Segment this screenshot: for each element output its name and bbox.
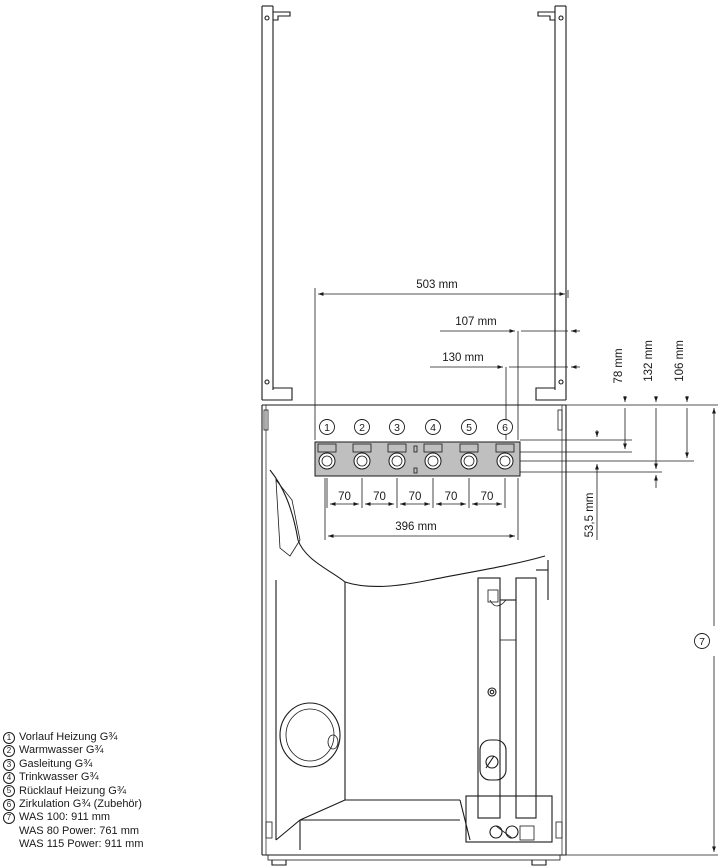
legend-item: 6 Zirkulation G¾ (Zubehör) xyxy=(3,798,243,811)
dim-vertical-106: 106 mm xyxy=(674,340,686,382)
legend-number: 5 xyxy=(3,785,15,798)
legend-number: 3 xyxy=(3,758,15,771)
legend-text: WAS 100: 911 mm xyxy=(19,811,111,824)
height-marker: 7 xyxy=(694,633,710,649)
dim-overall-width: 503 mm xyxy=(416,279,458,291)
connection-port-3 xyxy=(387,443,407,470)
legend-number: 4 xyxy=(3,771,15,784)
connection-port-1 xyxy=(317,443,337,470)
dim-pitch-70: 70 xyxy=(338,491,351,503)
legend-text: Warmwasser G¾ xyxy=(19,744,104,757)
connection-label-2: 2 xyxy=(354,419,370,435)
dim-lower-53-5: 53,5 mm xyxy=(584,493,596,538)
connection-number: 3 xyxy=(394,422,400,434)
connection-label-3: 3 xyxy=(389,419,405,435)
legend: 1 Vorlauf Heizung G¾ 2 Warmwasser G¾ 3 Gaslei… xyxy=(3,731,243,852)
legend-item: 5 Rücklauf Heizung G¾ xyxy=(3,785,243,798)
dim-vertical-78: 78 mm xyxy=(613,348,625,383)
legend-item: 3 Gasleitung G¾ xyxy=(3,758,243,771)
connection-label-6: 6 xyxy=(497,419,513,435)
legend-text: Gasleitung G¾ xyxy=(19,757,93,770)
connection-port-5 xyxy=(459,443,479,470)
connection-plate xyxy=(314,441,521,477)
legend-item: 4 Trinkwasser G¾ xyxy=(3,771,243,784)
mounting-frame xyxy=(261,5,567,401)
dimension-lines xyxy=(314,288,718,856)
connection-port-4 xyxy=(423,443,443,470)
connection-label-4: 4 xyxy=(425,419,441,435)
legend-number: 6 xyxy=(3,798,15,811)
dim-vertical-132: 132 mm xyxy=(643,340,655,382)
connection-number: 2 xyxy=(359,422,365,434)
connection-label-1: 1 xyxy=(319,419,335,435)
connection-label-5: 5 xyxy=(461,419,477,435)
legend-item: 1 Vorlauf Heizung G¾ xyxy=(3,731,243,744)
dim-pitch-70: 70 xyxy=(409,491,422,503)
appliance-cabinet xyxy=(261,404,567,866)
legend-number: 1 xyxy=(3,731,15,744)
dim-pitch-70: 70 xyxy=(481,491,494,503)
connection-number: 5 xyxy=(466,422,472,434)
dim-pitch-70: 70 xyxy=(373,491,386,503)
legend-item: 7 WAS 100: 911 mm xyxy=(3,811,243,825)
connection-port-6 xyxy=(495,443,515,470)
height-marker-number: 7 xyxy=(699,636,705,648)
legend-item-continuation: WAS 80 Power: 761 mm xyxy=(19,824,140,837)
connection-port-2 xyxy=(352,443,372,470)
legend-text: Rücklauf Heizung G¾ xyxy=(19,784,126,797)
legend-number: 7 xyxy=(3,812,15,825)
legend-text: Vorlauf Heizung G¾ xyxy=(19,731,118,743)
connection-number: 1 xyxy=(324,422,330,434)
legend-text: Trinkwasser G¾ xyxy=(19,771,99,784)
dim-offset-107: 107 mm xyxy=(455,316,497,328)
connection-number: 4 xyxy=(430,422,436,434)
connection-number: 6 xyxy=(502,422,508,434)
legend-text: Zirkulation G¾ (Zubehör) xyxy=(19,798,142,811)
dim-pitch-70: 70 xyxy=(445,491,458,503)
legend-number: 2 xyxy=(3,745,15,758)
legend-item: 2 Warmwasser G¾ xyxy=(3,744,243,758)
dim-pipe-span: 396 mm xyxy=(395,521,437,533)
legend-item-continuation: WAS 115 Power: 911 mm xyxy=(19,838,144,851)
dim-offset-130: 130 mm xyxy=(442,352,484,364)
